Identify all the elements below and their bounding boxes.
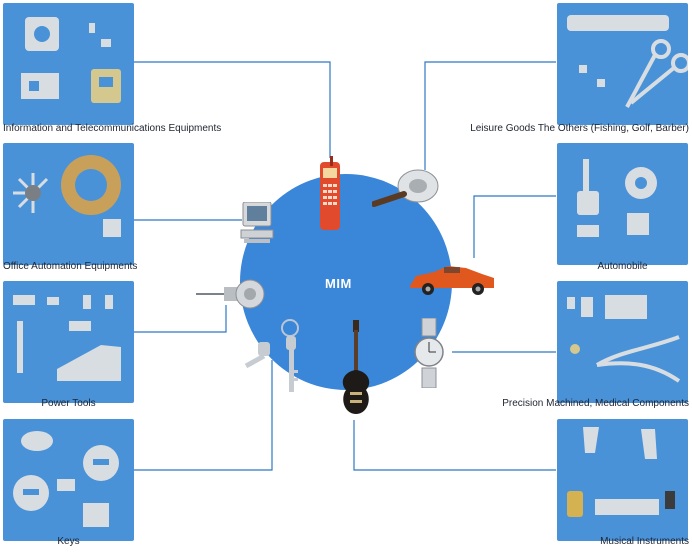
photo-musical <box>557 419 688 541</box>
power-tool-parts-image <box>3 281 134 403</box>
key-parts-image <box>3 419 134 541</box>
office-parts-image <box>3 143 134 265</box>
photo-leisure <box>557 3 688 125</box>
photo-office <box>3 143 134 265</box>
automobile-parts-image <box>557 143 688 265</box>
connector-automobile <box>473 195 556 258</box>
caption-precision: Precision Machined, Medical Components <box>502 398 689 409</box>
watch-icon <box>414 318 444 388</box>
caption-musical: Musical Instruments <box>600 536 689 547</box>
photo-precision <box>557 281 688 403</box>
car-icon <box>410 266 494 295</box>
caption-telecom: Information and Telecommunications Equip… <box>3 123 222 134</box>
connector-leisure <box>424 61 556 170</box>
caption-keys: Keys <box>57 536 80 547</box>
leisure-parts-image <box>557 3 688 125</box>
telecom-parts-image <box>3 3 134 125</box>
cell-phone-icon <box>320 156 340 230</box>
guitar-icon <box>342 320 370 414</box>
photo-automobile <box>557 143 688 265</box>
caption-leisure: Leisure Goods The Others (Fishing, Golf,… <box>470 123 689 134</box>
photo-keys <box>3 419 134 541</box>
connector-musical <box>353 420 556 471</box>
caption-power-tools: Power Tools <box>41 398 96 409</box>
keys-icon <box>244 319 299 392</box>
photo-power-tools <box>3 281 134 403</box>
center-label: MIM <box>325 276 352 291</box>
computer-icon <box>240 202 274 243</box>
precision-parts-image <box>557 281 688 403</box>
drill-icon <box>196 279 265 309</box>
connector-telecom <box>134 61 331 158</box>
caption-office: Office Automation Equipments <box>3 261 138 272</box>
fishing-reel-icon <box>372 169 439 207</box>
musical-parts-image <box>557 419 688 541</box>
caption-automobile: Automobile <box>597 261 648 272</box>
photo-telecom <box>3 3 134 125</box>
